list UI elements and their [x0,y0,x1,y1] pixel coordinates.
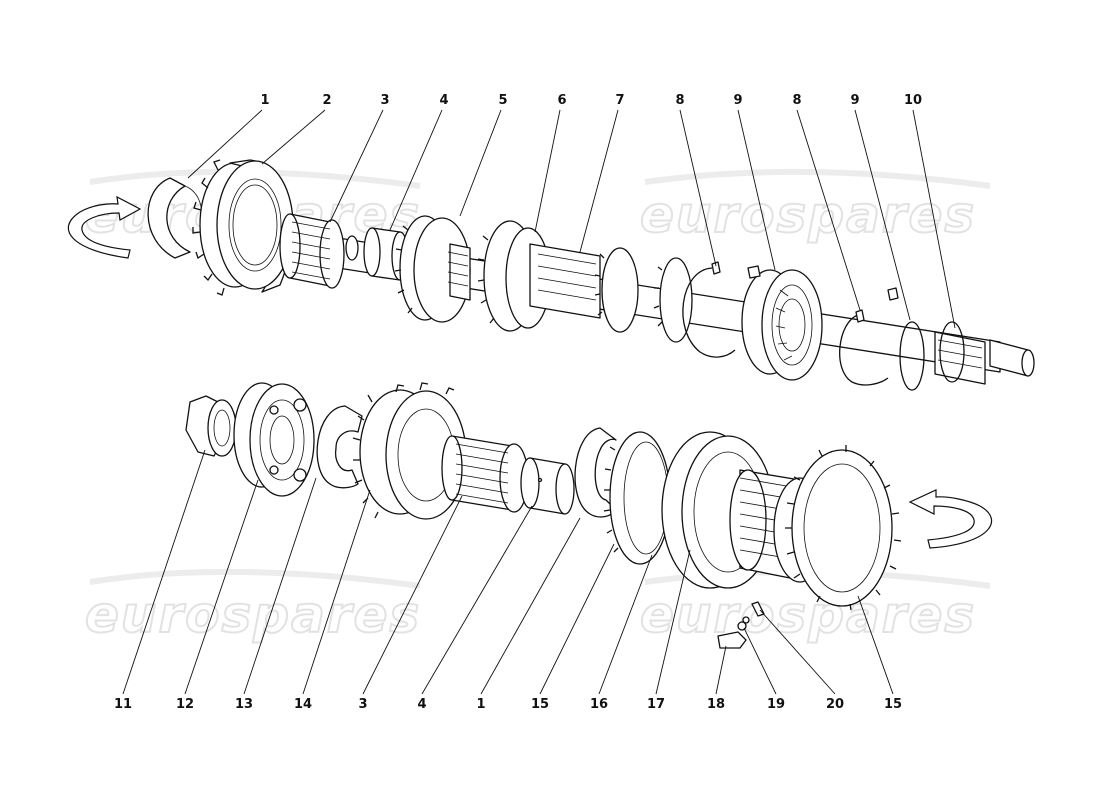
callout-7: 7 [615,93,624,108]
callout-17: 17 [647,697,665,712]
callout-18: 18 [707,697,725,712]
part-9-roller-bearing [741,265,823,381]
callout-15: 15 [531,697,549,712]
part-3-needle-bearing [279,213,345,289]
callout-6: 6 [557,93,566,108]
callout-3-lower: 3 [358,697,367,712]
watermark-text: eurospares [640,186,976,244]
callout-11: 11 [114,697,132,712]
part-15-synchro-ring-second [785,445,902,611]
part-5-helical-gear [394,215,471,323]
callout-10: 10 [904,93,922,108]
part-8-circlip-second [839,309,889,386]
part-10-splined-hub [934,321,986,385]
callout-9b: 9 [850,93,859,108]
watermark-text: eurospares [640,586,976,644]
callout-1: 1 [260,93,269,108]
callout-3: 3 [380,93,389,108]
watermark-text: eurospares [85,586,421,644]
upper-assembly: 1 2 3 4 5 6 7 8 9 8 9 10 [67,93,1035,391]
callout-5: 5 [498,93,507,108]
callout-2: 2 [322,93,331,108]
callout-1-lower: 1 [476,697,485,712]
callout-4-lower: 4 [417,697,426,712]
callout-13: 13 [235,697,253,712]
callout-14: 14 [294,697,312,712]
part-7-splined-shaft [529,243,693,343]
callout-12: 12 [176,697,194,712]
part-18-detent-plate [717,631,747,649]
callout-8: 8 [675,93,684,108]
callouts-lower: 11 12 13 14 3 4 1 15 16 17 18 19 20 15 [114,697,902,712]
part-4-bushing-lower [520,457,575,515]
rotation-arrow-icon [908,489,993,549]
part-15-synchro-ring [603,431,671,565]
callout-19: 19 [767,697,785,712]
part-8-circlip [682,261,736,358]
callout-8b: 8 [792,93,801,108]
callout-15b: 15 [884,697,902,712]
part-9-snap-ring [887,287,925,391]
lower-assembly: 11 12 13 14 3 4 1 15 16 17 18 19 20 15 [114,382,993,712]
part-12-ball-bearing [233,382,315,497]
part-3-needle-bearing-lower [441,435,529,513]
part-11-nut [185,395,237,457]
part-2-helical-gear [192,159,294,296]
leader-lines-upper [187,109,956,329]
callout-16: 16 [590,697,608,712]
leader-lines-lower [122,449,894,695]
callout-9: 9 [733,93,742,108]
callout-4: 4 [439,93,448,108]
callout-20: 20 [826,697,844,712]
callouts-upper: 1 2 3 4 5 6 7 8 9 8 9 10 [260,93,922,108]
rotation-arrow-icon [67,195,142,259]
part-13-split-washer [316,405,363,489]
